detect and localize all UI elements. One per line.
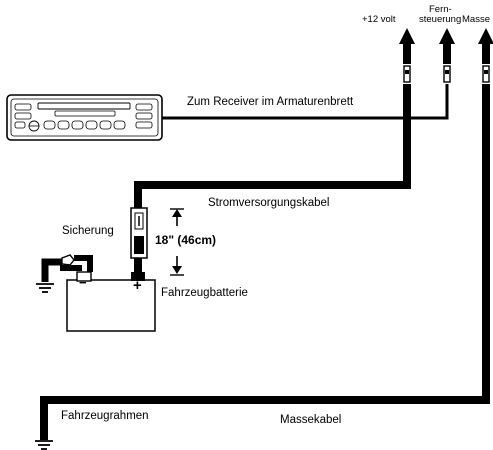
remote-arrow — [439, 28, 455, 83]
car-battery — [66, 271, 156, 332]
remote-wire — [410, 84, 449, 120]
remote-label-line2: steuerung — [419, 14, 461, 25]
plus12-arrow — [399, 28, 415, 83]
ground-cable — [40, 84, 490, 440]
battery-positive-sign: + — [133, 277, 142, 294]
ground-cable-label: Massekabel — [280, 414, 341, 426]
ground-arrow — [478, 28, 493, 83]
negative-clamp — [61, 254, 75, 266]
power-cable-label: Stromversorgungskabel — [208, 197, 329, 209]
fuse — [130, 207, 148, 259]
distance-marker — [170, 208, 184, 276]
battery-negative-lead — [41, 258, 62, 282]
chassis-label: Fahrzeugrahmen — [61, 410, 149, 422]
battery-ground-symbol — [36, 283, 54, 293]
battery-label: Fahrzeugbatterie — [161, 287, 248, 299]
power-cable — [134, 84, 411, 208]
head-unit — [6, 94, 163, 141]
battery-negative-cable — [60, 255, 93, 272]
receiver-label: Zum Receiver im Armaturenbrett — [187, 96, 354, 108]
fuse-label: Sicherung — [62, 225, 114, 237]
remote-label-line1: Fern- — [429, 4, 452, 15]
chassis-ground-symbol — [35, 440, 53, 450]
battery-negative-sign: − — [79, 275, 87, 290]
ground-label: Masse — [462, 14, 490, 25]
plus12-label: +12 volt — [362, 14, 396, 25]
distance-label: 18" (46cm) — [155, 233, 216, 247]
